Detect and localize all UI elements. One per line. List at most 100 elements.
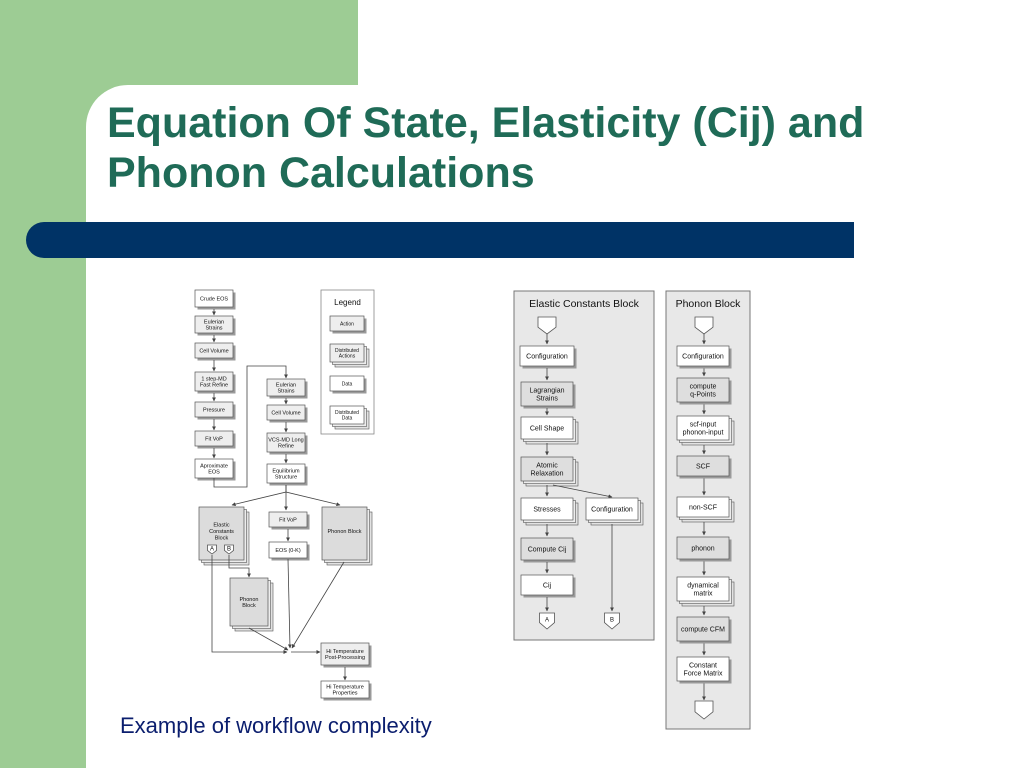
caption: Example of workflow complexity (120, 713, 432, 738)
overview-right-step-1-label: Cell Volume (271, 410, 300, 416)
legend-item-2-label: Data (342, 381, 353, 387)
overview-phonon-block-right-label: Phonon Block (328, 529, 362, 535)
phonon-step-7-label: compute CFM (681, 626, 725, 633)
elastic-cij: Cij (520, 574, 576, 598)
title-underline-bar (26, 222, 854, 258)
legend-item-2: Data (329, 375, 367, 394)
phonon-panel-title: Phonon Block (676, 298, 742, 310)
elastic-input-port (537, 316, 557, 335)
overview-left-step-5-label: Fit VoP (205, 436, 223, 442)
overview-right-step-1: Cell Volume (266, 404, 308, 423)
overview-fit-vop-label: Fit VoP (279, 517, 297, 523)
elastic-cij-label: Cij (543, 582, 552, 589)
elastic-constants-panel: Elastic Constants BlockConfigurationLagr… (513, 290, 655, 641)
phonon-step-4: non-SCF (676, 496, 735, 523)
overview-eos-to-merge (287, 558, 292, 649)
phonon-step-3: SCF (676, 455, 732, 479)
overview-phonon-right-to-merge (291, 561, 345, 649)
elastic-output-b-label: B (610, 618, 614, 624)
phonon-step-4-label: non-SCF (689, 504, 717, 511)
elastic-output-a-label: A (545, 618, 549, 624)
elastic-configuration-b-label: Configuration (591, 506, 633, 513)
overview-eos-label: EOS (0-K) (275, 548, 301, 554)
elastic-stresses: Stresses (520, 497, 579, 526)
overview-b-to-phonon (228, 555, 251, 578)
elastic-output-b: B (604, 612, 620, 630)
slide-title: Equation Of State, Elasticity (Cij) and … (107, 98, 1007, 198)
elastic-panel-title: Elastic Constants Block (529, 298, 639, 310)
legend-item-0: Action (329, 315, 367, 334)
phonon-step-0: Configuration (676, 345, 732, 369)
overview-phonon-to-merge (248, 627, 289, 651)
overview-left-step-0: Crude EOS (194, 289, 236, 310)
phonon-output-port (694, 700, 714, 720)
elastic-cell-shape: Cell Shape (520, 416, 579, 445)
elastic-configuration-label: Configuration (526, 353, 568, 360)
phonon-step-3-label: SCF (696, 463, 710, 470)
overview-branch-left (231, 485, 287, 507)
phonon-step-0-label: Configuration (682, 353, 724, 360)
title-line-2: Phonon Calculations (107, 149, 535, 197)
overview-link-arrow (213, 365, 288, 488)
legend-title: Legend (334, 298, 361, 307)
phonon-input-port (694, 316, 714, 335)
overview-port-b: B (224, 544, 234, 555)
phonon-step-5: phonon (676, 536, 732, 562)
overview-phonon-block-right: Phonon Block (321, 506, 373, 566)
elastic-configuration-b: Configuration (585, 497, 644, 526)
elastic-stresses-label: Stresses (533, 506, 561, 513)
legend-item-0-label: Action (340, 321, 354, 327)
overview-port-b-label: B (227, 547, 231, 553)
overview-left-step-4: Pressure (194, 401, 236, 420)
overview-left-step-2: Cell Volume (194, 342, 236, 361)
overview-left-step-0-label: Crude EOS (200, 296, 228, 302)
elastic-compute-cij-label: Compute Cij (528, 546, 567, 553)
elastic-cell-shape-label: Cell Shape (530, 425, 564, 432)
elastic-output-a: A (539, 612, 555, 630)
overview-eos: EOS (0-K) (268, 541, 310, 561)
title-line-1: Equation Of State, Elasticity (Cij) and (107, 99, 865, 147)
overview-left-step-4-label: Pressure (203, 407, 225, 413)
elastic-compute-cij: Compute Cij (520, 537, 576, 563)
phonon-step-7: compute CFM (676, 616, 732, 644)
overview-branch-right (285, 485, 341, 507)
elastic-arrow-5 (552, 484, 613, 499)
elastic-configuration: Configuration (519, 345, 577, 369)
overview-a-to-merge (211, 555, 288, 654)
overview-fit-vop: Fit VoP (268, 511, 310, 530)
